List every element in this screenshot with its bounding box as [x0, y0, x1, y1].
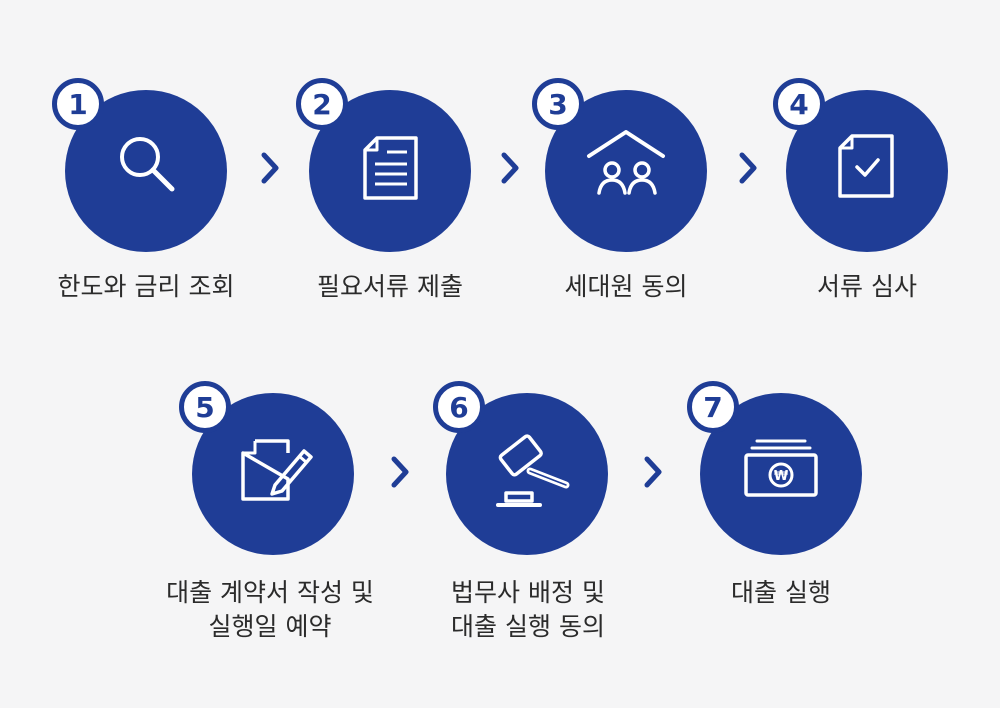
- step-label-line: 필요서류 제출: [317, 272, 463, 301]
- money-stack-icon: ₩: [744, 439, 818, 497]
- step-label-line: 서류 심사: [817, 272, 917, 301]
- step-label: 필요서류 제출: [260, 270, 520, 304]
- checked-document-icon: [838, 134, 894, 198]
- step-label-line: 대출 실행 동의: [451, 612, 605, 641]
- chevron-right-icon: [261, 152, 279, 184]
- step-label-line: 대출 실행: [731, 578, 831, 607]
- household-icon: [587, 130, 665, 195]
- step-number: 6: [433, 381, 485, 433]
- step-label-line: 한도와 금리 조회: [57, 272, 235, 301]
- step-label-line: 실행일 예약: [208, 612, 332, 641]
- gavel-icon: [496, 434, 570, 507]
- svg-text:₩: ₩: [774, 469, 789, 484]
- step-label: 서류 심사: [737, 270, 997, 304]
- step-label: 법무사 배정 및 대출 실행 동의: [398, 576, 658, 644]
- step-label-line: 세대원 동의: [564, 272, 688, 301]
- contract-pen-icon: [241, 439, 313, 501]
- chevron-right-icon: [391, 456, 409, 488]
- step-number: 2: [296, 78, 348, 130]
- step-label-line: 대출 계약서 작성 및: [166, 578, 374, 607]
- document-icon: [363, 136, 418, 200]
- step-label: 세대원 동의: [496, 270, 756, 304]
- chevron-right-icon: [644, 456, 662, 488]
- chevron-right-icon: [739, 152, 757, 184]
- step-number: 5: [179, 381, 231, 433]
- step-label-line: 법무사 배정 및: [451, 578, 605, 607]
- step-number: 1: [52, 78, 104, 130]
- step-number: 3: [532, 78, 584, 130]
- step-number: 7: [687, 381, 739, 433]
- step-label: 대출 실행: [651, 576, 911, 610]
- magnifier-icon: [120, 137, 175, 192]
- step-label: 한도와 금리 조회: [16, 270, 276, 304]
- step-label: 대출 계약서 작성 및 실행일 예약: [140, 576, 400, 644]
- step-number: 4: [773, 78, 825, 130]
- chevron-right-icon: [501, 152, 519, 184]
